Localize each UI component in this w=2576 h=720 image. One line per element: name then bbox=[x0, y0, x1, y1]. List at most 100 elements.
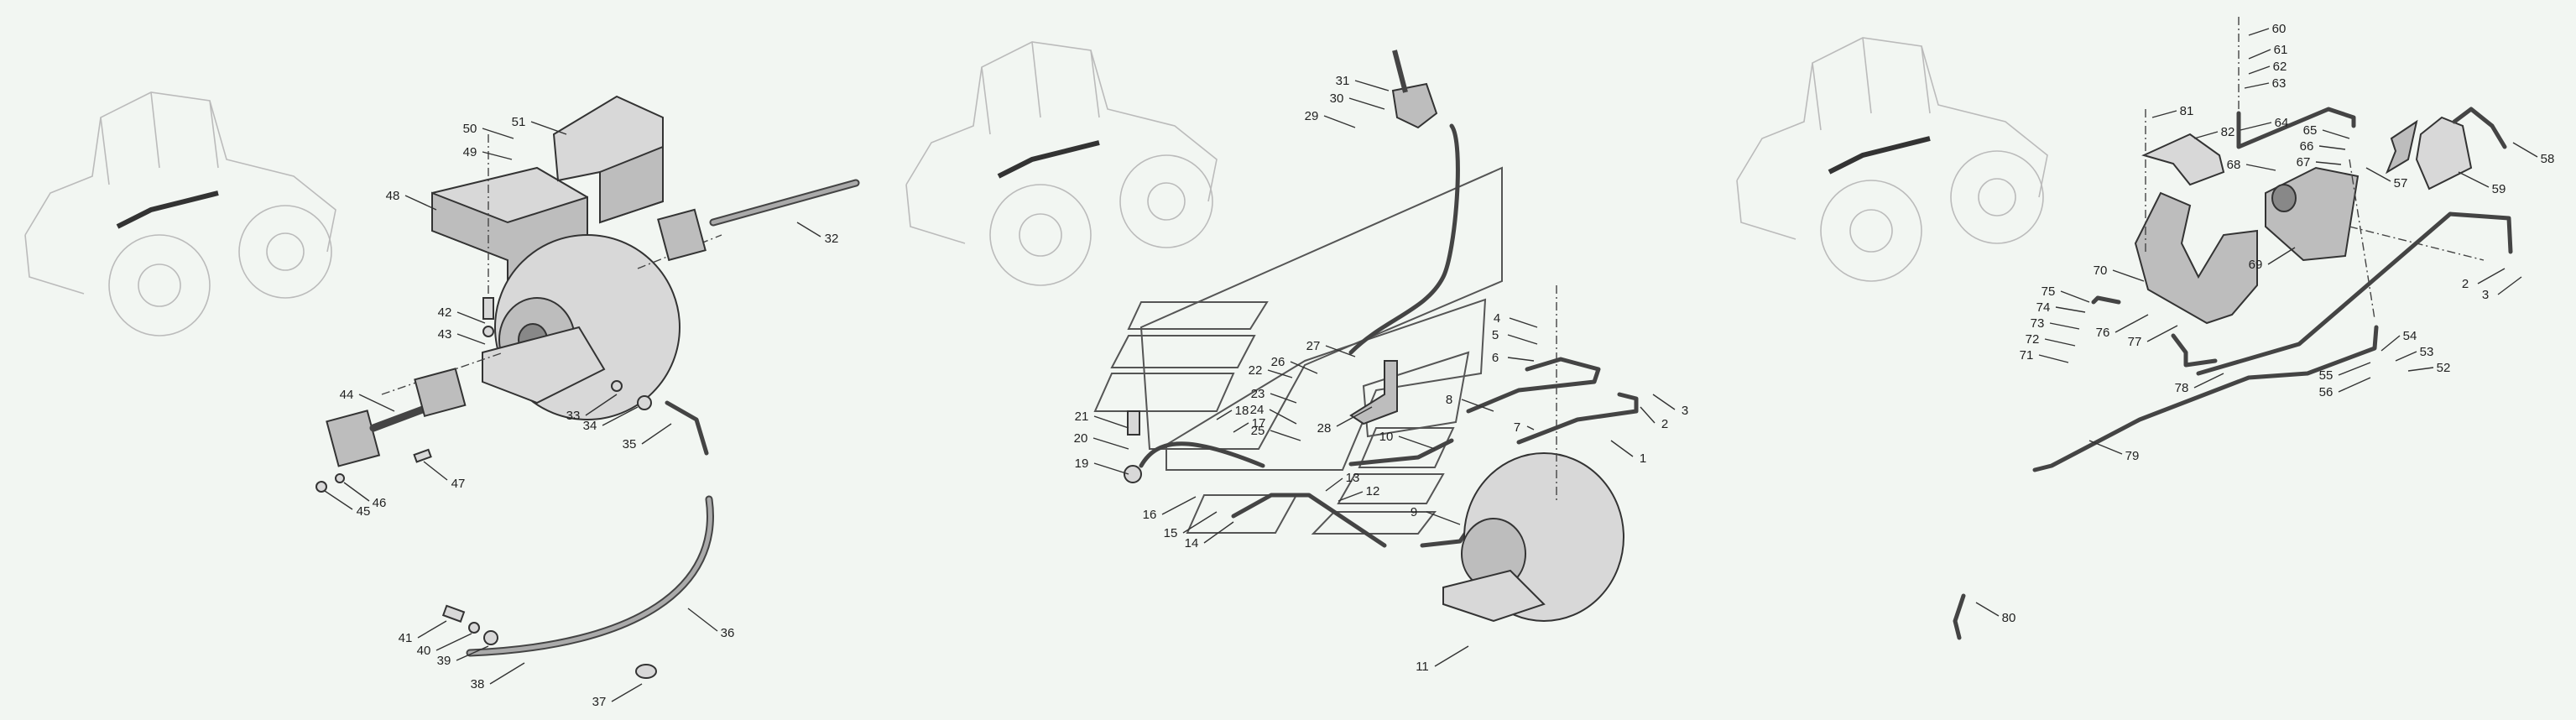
leader-line bbox=[1526, 425, 1535, 430]
cab-floor-outline bbox=[1139, 166, 1503, 450]
callout-number: 72 bbox=[2026, 332, 2040, 347]
callout-number: 52 bbox=[2437, 361, 2451, 375]
tractor-reference-sketches bbox=[24, 37, 2048, 337]
leader-line bbox=[796, 222, 821, 237]
callout-number: 45 bbox=[357, 504, 371, 519]
leader-line bbox=[1323, 115, 1356, 128]
callout-number: 2 bbox=[2462, 277, 2469, 291]
leader-line bbox=[1507, 357, 1535, 362]
callout-number: 21 bbox=[1075, 410, 1089, 424]
leader-line bbox=[2315, 161, 2342, 165]
leader-line bbox=[2244, 82, 2270, 89]
callout-number: 16 bbox=[1143, 508, 1157, 522]
floor-panel bbox=[1362, 351, 1470, 438]
driveshaft-44-flange bbox=[326, 410, 381, 467]
line-8 bbox=[1466, 357, 1601, 414]
leader-line bbox=[2151, 110, 2177, 118]
line-19-to-18 bbox=[1139, 441, 1265, 468]
callout-number: 73 bbox=[2031, 316, 2045, 331]
callout-number: 10 bbox=[1379, 430, 1394, 444]
floor-panel bbox=[1311, 511, 1437, 535]
fitting-19 bbox=[1124, 465, 1142, 483]
leader-line bbox=[482, 128, 514, 139]
callout-number: 4 bbox=[1494, 311, 1500, 326]
callout-number: 33 bbox=[566, 409, 581, 423]
leader-line bbox=[2248, 49, 2271, 60]
callout-number: 32 bbox=[825, 232, 839, 246]
callout-number: 62 bbox=[2273, 60, 2287, 74]
bolt-47 bbox=[413, 448, 432, 463]
floor-panel bbox=[1337, 473, 1445, 504]
leader-line bbox=[2338, 377, 2371, 393]
callout-number: 75 bbox=[2042, 284, 2056, 299]
callout-number: 39 bbox=[437, 654, 451, 668]
leader-line bbox=[423, 461, 448, 481]
driveshaft-32-tube-highlight bbox=[711, 180, 858, 225]
callout-number: 17 bbox=[1252, 416, 1266, 430]
callout-number: 80 bbox=[2002, 611, 2016, 625]
callout-number: 8 bbox=[1446, 393, 1452, 407]
driveshaft-32-flange bbox=[657, 208, 707, 262]
callout-number: 3 bbox=[1682, 404, 1688, 418]
leader-line bbox=[2193, 131, 2219, 139]
callout-number: 65 bbox=[2303, 123, 2318, 138]
leader-line bbox=[456, 333, 486, 345]
callout-number: 47 bbox=[451, 477, 466, 491]
callout-number: 71 bbox=[2020, 348, 2034, 363]
callout-number: 14 bbox=[1185, 536, 1199, 550]
leader-line bbox=[1325, 345, 1356, 357]
callout-number: 28 bbox=[1317, 421, 1332, 436]
callout-number: 66 bbox=[2300, 139, 2314, 154]
tractor-sketch bbox=[24, 91, 336, 337]
leader-line bbox=[1269, 409, 1297, 425]
callout-number: 82 bbox=[2221, 125, 2235, 139]
callout-number: 74 bbox=[2036, 300, 2051, 315]
leader-line bbox=[2088, 440, 2123, 455]
hose-36-38 bbox=[466, 495, 714, 657]
callout-number: 1 bbox=[1640, 451, 1646, 466]
leader-line bbox=[1348, 97, 1385, 110]
leader-line bbox=[1507, 334, 1538, 345]
leader-line bbox=[2267, 247, 2296, 265]
cover-59 bbox=[2415, 116, 2473, 190]
callout-number: 15 bbox=[1164, 526, 1178, 540]
nut-45 bbox=[315, 481, 327, 493]
callout-number: 50 bbox=[463, 122, 477, 136]
bracket-28 bbox=[1349, 360, 1398, 425]
callout-number: 54 bbox=[2403, 329, 2417, 343]
leader-line bbox=[1975, 602, 2000, 617]
driveshaft-44-yoke bbox=[414, 368, 467, 418]
leader-line bbox=[2497, 276, 2522, 295]
line-80 bbox=[1953, 593, 1966, 640]
callout-number: 78 bbox=[2175, 381, 2189, 395]
line-14 bbox=[1231, 493, 1387, 548]
callout-number: 18 bbox=[1235, 404, 1249, 418]
leader-line bbox=[482, 151, 513, 160]
floor-panel bbox=[1110, 335, 1256, 368]
leader-line bbox=[1267, 369, 1293, 378]
callout-number: 29 bbox=[1305, 109, 1319, 123]
callout-number: 7 bbox=[1514, 420, 1520, 435]
converter-base bbox=[482, 326, 606, 404]
callout-number: 56 bbox=[2319, 385, 2334, 399]
leader-line bbox=[2318, 145, 2346, 150]
callout-number: 26 bbox=[1271, 355, 1285, 369]
leader-line bbox=[2458, 171, 2490, 188]
leader-line bbox=[602, 406, 639, 426]
clamp-39 bbox=[483, 630, 498, 645]
callout-number: 19 bbox=[1075, 457, 1089, 471]
panel-3-drawing bbox=[1953, 17, 2513, 640]
tractor-sketch bbox=[1736, 37, 2048, 282]
leader-line bbox=[2240, 122, 2272, 131]
callout-number: 31 bbox=[1336, 74, 1350, 88]
callout-number: 55 bbox=[2319, 368, 2334, 383]
callout-number: 57 bbox=[2394, 176, 2408, 190]
callout-number: 81 bbox=[2180, 104, 2194, 118]
leader-line bbox=[2338, 362, 2371, 376]
floor-panel bbox=[1165, 298, 1487, 471]
leader-line bbox=[2407, 367, 2434, 372]
converter-11-base bbox=[1442, 569, 1546, 623]
leader-line bbox=[1093, 462, 1129, 475]
leader-line bbox=[456, 311, 486, 324]
leader-line bbox=[456, 645, 489, 661]
